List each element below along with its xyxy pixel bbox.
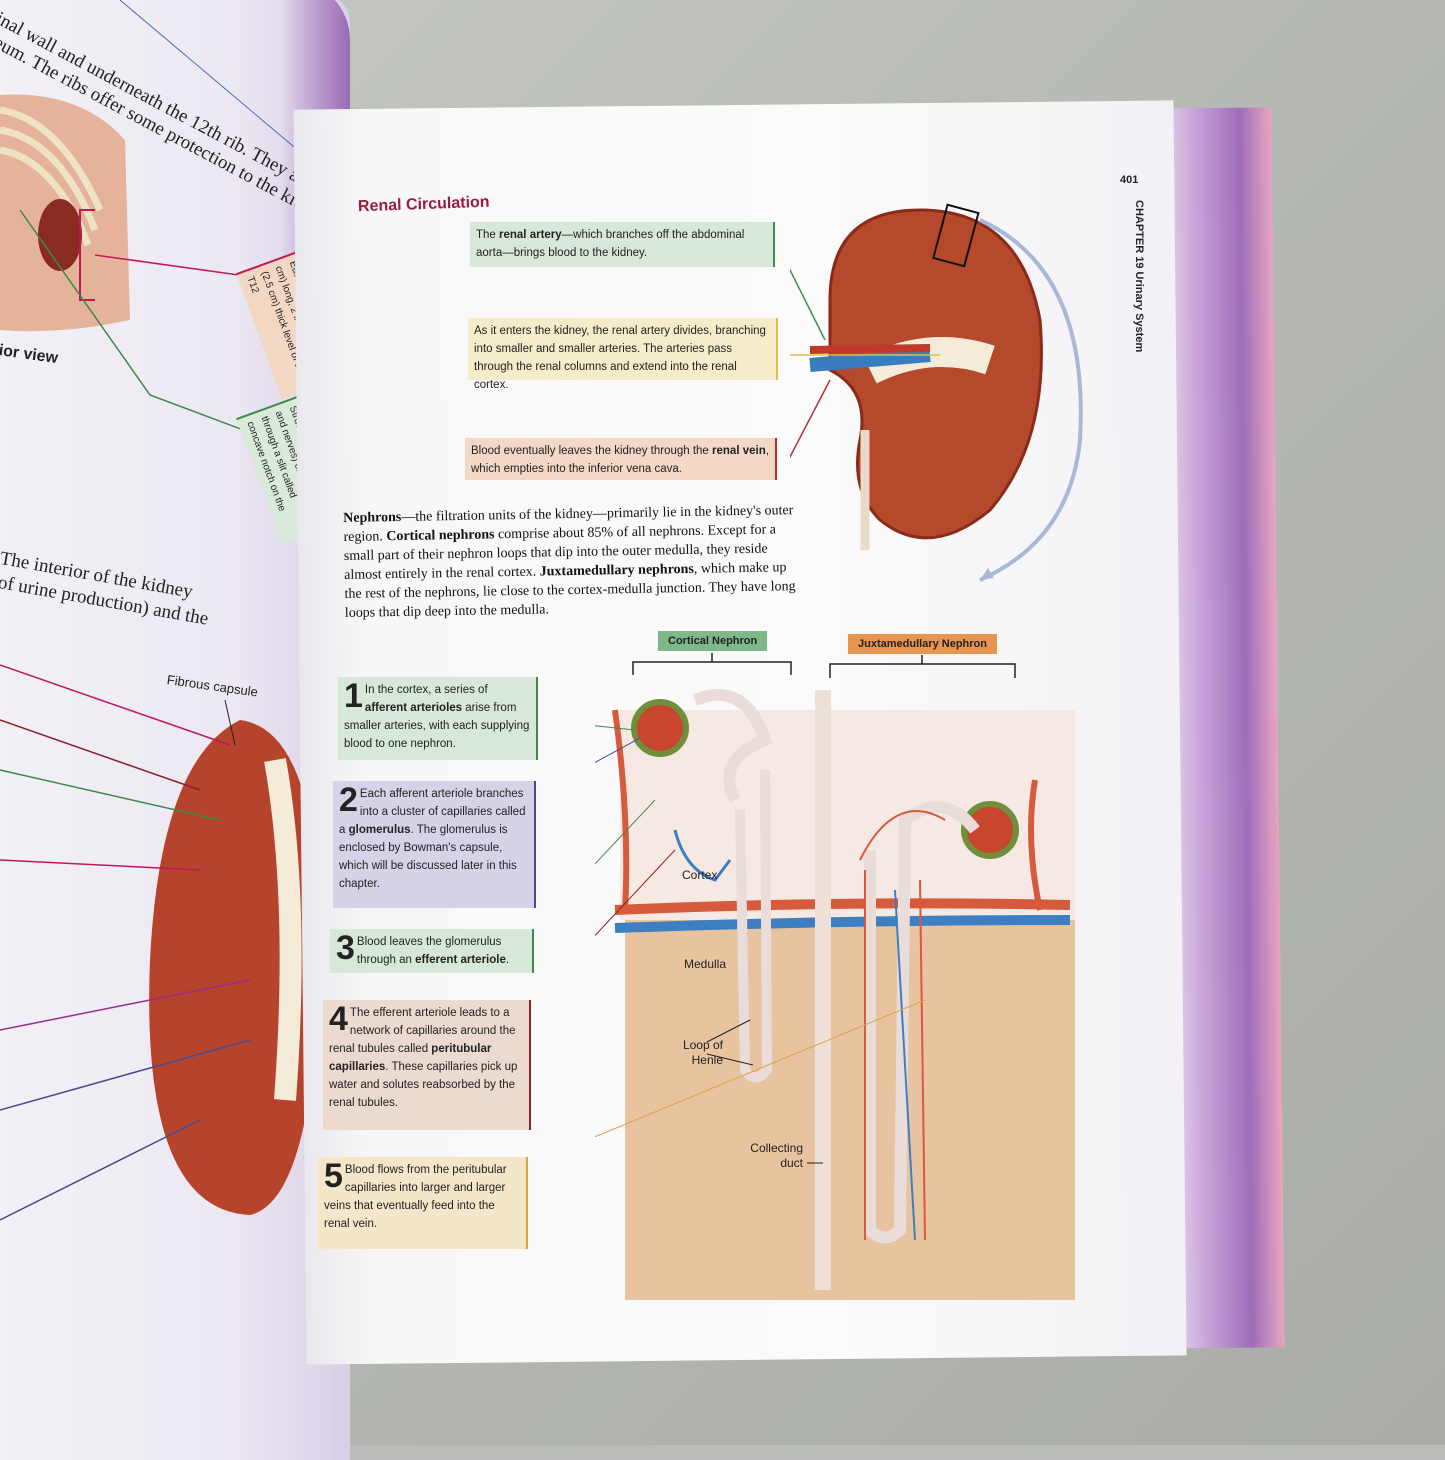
chapter-label: CHAPTER 19 Urinary System: [1133, 200, 1145, 353]
cortical-nephron-label: Cortical Nephron: [658, 631, 768, 651]
nephron-diagram: [595, 653, 1075, 1300]
step-leader-lines: [595, 725, 926, 1138]
juxtamedullary-nephron-label: Juxtamedullary Nephron: [848, 634, 997, 654]
branching-callout: As it enters the kidney, the renal arter…: [468, 318, 778, 391]
nephron-brackets: [632, 653, 1016, 678]
page-number: 401: [1120, 174, 1139, 186]
juxtamedullary-loop: [864, 801, 980, 1244]
leader-lines: [0, 664, 251, 1221]
kidney-circulation-illustration: [790, 203, 1083, 582]
nephrons-paragraph: Nephrons—the filtration units of the kid…: [343, 503, 796, 621]
renal-artery-callout: The renal artery—which branches off the …: [470, 222, 775, 267]
loop-of-henle-label: Loop of Henle: [682, 1038, 723, 1067]
collecting-duct-label: Collecting duct: [750, 1141, 803, 1170]
kidney-illustration: [38, 199, 82, 271]
cortical-loop-of-henle: [735, 769, 773, 1083]
medulla-region: [625, 920, 1075, 1300]
cortical-glomerulus: [631, 699, 689, 757]
medulla-label: Medulla: [684, 957, 727, 971]
renal-vein-callout: Blood eventually leaves the kidney throu…: [465, 438, 777, 480]
cortex-label: Cortex: [682, 868, 718, 882]
left-page-illustrations: [0, 0, 346, 1221]
juxtamedullary-glomerulus: [961, 801, 1019, 859]
